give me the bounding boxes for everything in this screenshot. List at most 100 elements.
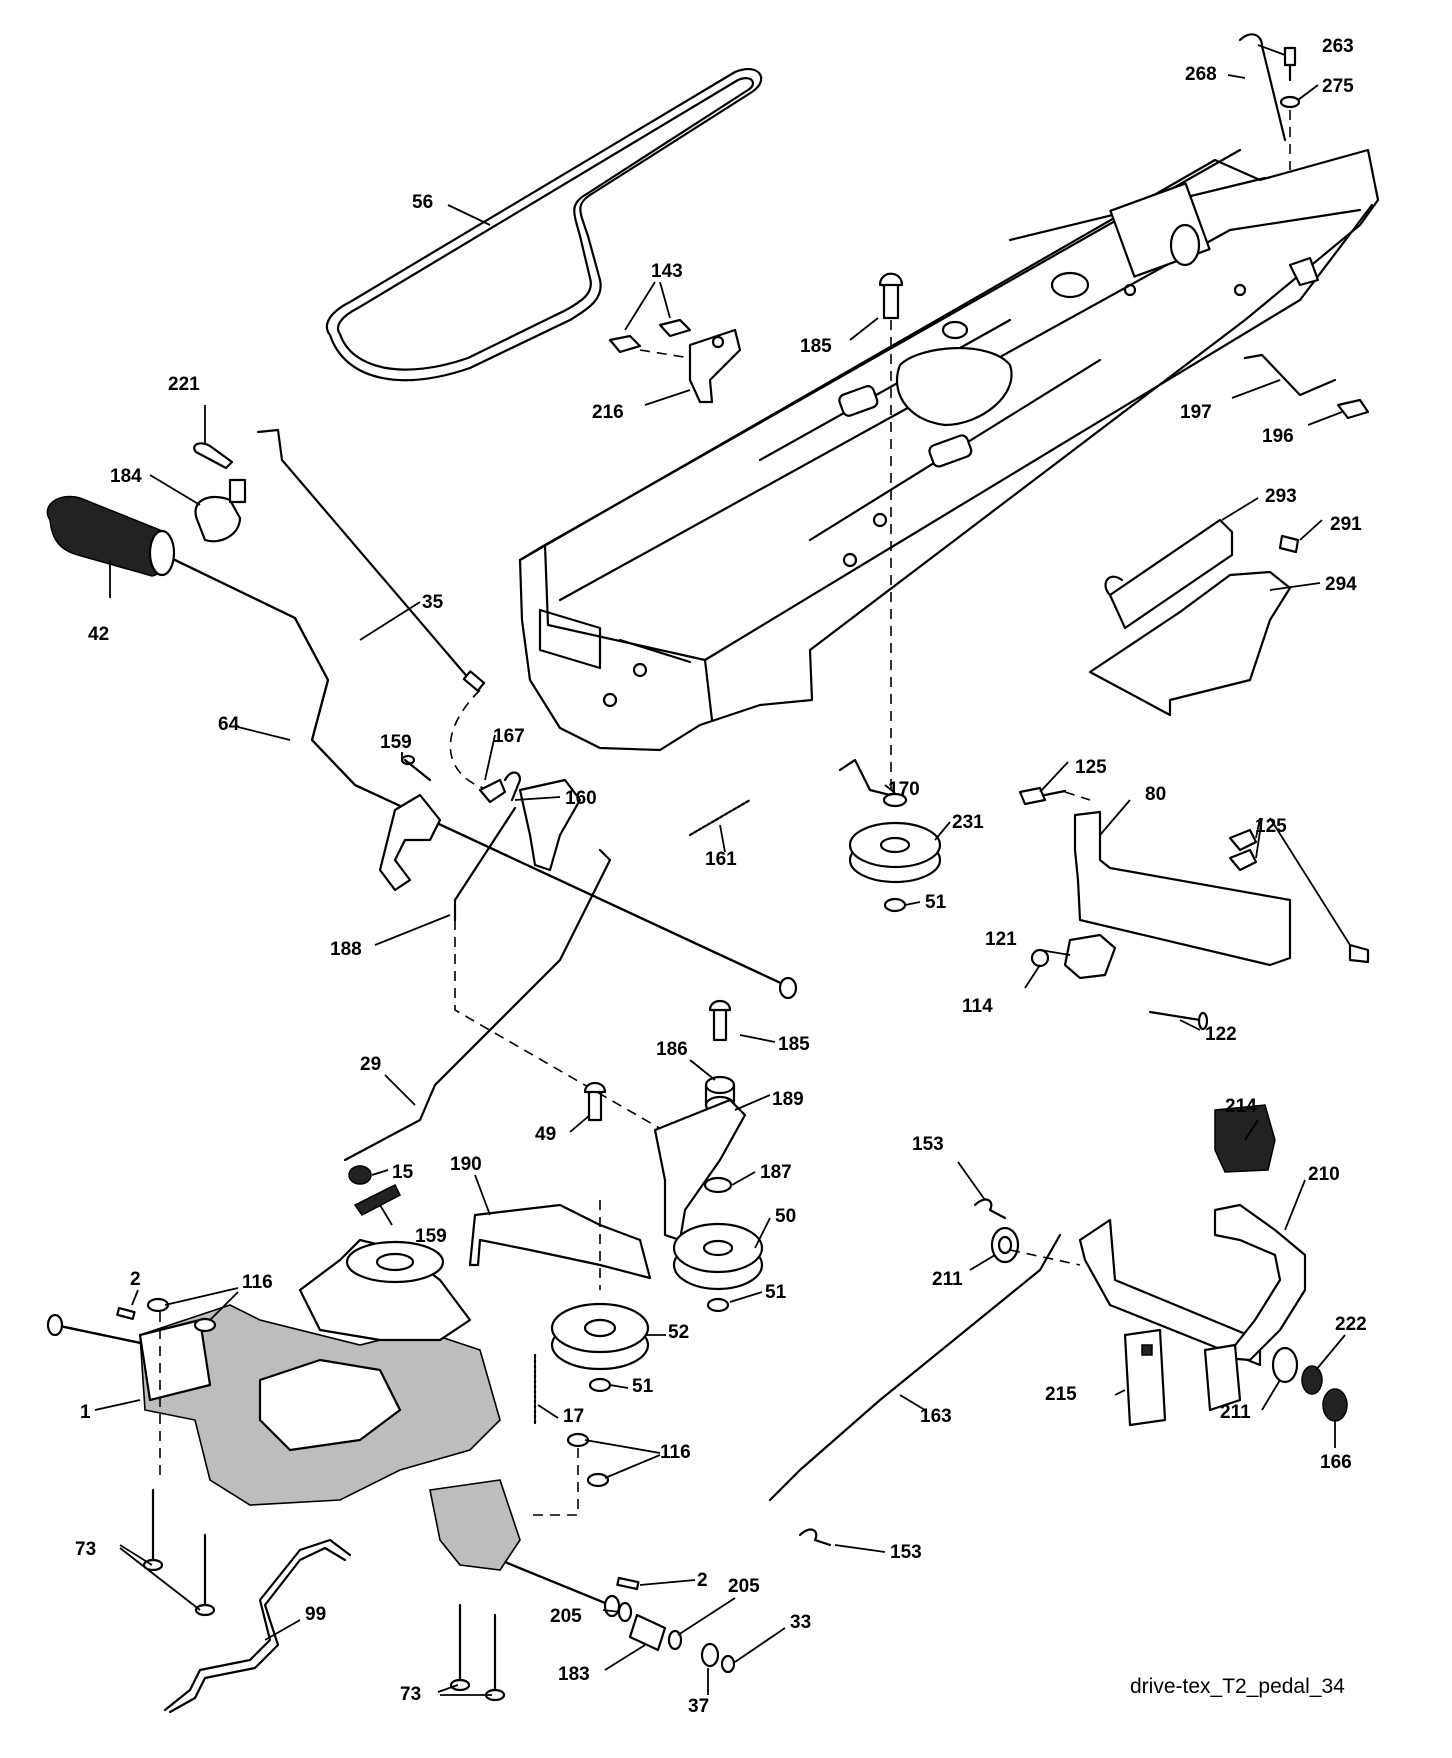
pedal-shaft bbox=[1078, 1218, 1262, 1367]
assembly-line bbox=[159, 1312, 579, 1516]
assembly-line bbox=[449, 689, 491, 791]
rod-35 bbox=[256, 428, 486, 692]
washer-187 bbox=[703, 1176, 733, 1194]
callout-221: 221 bbox=[168, 374, 200, 395]
callout-1: 1 bbox=[80, 1402, 91, 1423]
idler-arm-189 bbox=[653, 1098, 747, 1242]
bracket-293 bbox=[1104, 518, 1234, 630]
callout-labels: 263 268 275 56 143 185 216 197 196 221 1… bbox=[75, 36, 1367, 1717]
bolt-196 bbox=[1336, 398, 1370, 420]
clip-153-top bbox=[973, 1198, 1007, 1220]
clip-153-bottom bbox=[798, 1528, 832, 1547]
callout-56: 56 bbox=[412, 192, 433, 213]
carriage-bolt-49 bbox=[583, 1081, 607, 1122]
nuts-116-top bbox=[146, 1297, 217, 1333]
callout-51-mid: 51 bbox=[765, 1282, 787, 1303]
callout-185-mid: 185 bbox=[778, 1034, 810, 1055]
callout-197: 197 bbox=[1180, 402, 1212, 423]
callout-143: 143 bbox=[651, 261, 683, 282]
callout-2-left: 2 bbox=[130, 1269, 141, 1290]
cooling-fan bbox=[298, 1238, 472, 1342]
pedal-arm-210 bbox=[1203, 1203, 1307, 1412]
callout-35: 35 bbox=[422, 592, 444, 613]
callout-205-right: 205 bbox=[728, 1576, 760, 1597]
callout-160: 160 bbox=[565, 788, 597, 809]
callout-186: 186 bbox=[656, 1039, 688, 1060]
callout-215: 215 bbox=[1045, 1384, 1077, 1405]
callout-189: 189 bbox=[772, 1089, 804, 1110]
callout-125-top: 125 bbox=[1075, 757, 1107, 778]
callout-263: 263 bbox=[1322, 36, 1354, 57]
spacer-183 bbox=[628, 1613, 667, 1652]
pin-122 bbox=[1148, 1010, 1209, 1031]
washers-205 bbox=[617, 1601, 683, 1651]
callout-29: 29 bbox=[360, 1054, 381, 1075]
callout-51-top: 51 bbox=[925, 892, 947, 913]
pedal-rod-163 bbox=[768, 1233, 1062, 1502]
bolts-73-left bbox=[142, 1488, 216, 1617]
callout-275: 275 bbox=[1322, 76, 1354, 97]
nuts-116-bottom bbox=[566, 1432, 610, 1488]
callout-159-top: 159 bbox=[380, 732, 412, 753]
clip-159-lower bbox=[353, 1183, 401, 1216]
bracket-216 bbox=[688, 328, 742, 404]
bolt-125-right bbox=[1348, 943, 1370, 964]
callout-170: 170 bbox=[888, 779, 920, 800]
callout-163: 163 bbox=[920, 1406, 952, 1427]
callout-231: 231 bbox=[952, 812, 984, 833]
drive-belt-56 bbox=[325, 68, 763, 382]
bolt-125-top bbox=[1018, 786, 1067, 806]
assembly-line bbox=[1064, 791, 1091, 801]
rod-197 bbox=[1243, 353, 1337, 397]
assembly-line bbox=[454, 920, 681, 1141]
callout-80: 80 bbox=[1145, 784, 1166, 805]
callout-216: 216 bbox=[592, 402, 624, 423]
assembly-line bbox=[1009, 1249, 1081, 1266]
plate-121 bbox=[1063, 933, 1117, 980]
callout-64: 64 bbox=[218, 714, 240, 735]
knob-184 bbox=[194, 478, 247, 543]
link-167 bbox=[478, 778, 507, 804]
ring-166 bbox=[1322, 1388, 1348, 1422]
callout-50: 50 bbox=[775, 1206, 796, 1227]
callout-185-top: 185 bbox=[800, 336, 832, 357]
bolts-143 bbox=[608, 318, 692, 354]
washer-15 bbox=[348, 1165, 372, 1185]
pulley-231 bbox=[848, 821, 942, 884]
rod-188 bbox=[453, 806, 517, 922]
cover-215 bbox=[1123, 1328, 1167, 1427]
carriage-bolt-185-middle bbox=[708, 999, 732, 1042]
nut-114 bbox=[1030, 948, 1050, 968]
callout-210: 210 bbox=[1308, 1164, 1340, 1185]
screw-263 bbox=[1283, 46, 1297, 82]
washer-170 bbox=[882, 792, 908, 808]
rod-170 bbox=[838, 758, 892, 797]
callout-293: 293 bbox=[1265, 486, 1297, 507]
callout-184: 184 bbox=[110, 466, 142, 487]
callout-190: 190 bbox=[450, 1154, 482, 1175]
callout-159-lower: 159 bbox=[415, 1226, 447, 1247]
pulley-50 bbox=[672, 1222, 764, 1291]
callout-116-top: 116 bbox=[242, 1272, 273, 1293]
callout-15: 15 bbox=[392, 1162, 414, 1183]
chassis-frame bbox=[518, 148, 1380, 752]
clip-221 bbox=[193, 442, 234, 470]
callout-188: 188 bbox=[330, 939, 362, 960]
shift-plate bbox=[378, 778, 582, 892]
callout-99: 99 bbox=[305, 1604, 326, 1625]
nut-51-top bbox=[883, 897, 907, 913]
bracket-190 bbox=[468, 1203, 652, 1280]
callout-122: 122 bbox=[1205, 1024, 1237, 1045]
callout-214: 214 bbox=[1225, 1096, 1257, 1117]
key-2-left bbox=[116, 1306, 136, 1321]
callout-196: 196 bbox=[1262, 426, 1294, 447]
callout-17: 17 bbox=[563, 1406, 584, 1427]
bolts-73-right bbox=[449, 1603, 506, 1702]
callout-166: 166 bbox=[1320, 1452, 1352, 1473]
callout-37: 37 bbox=[688, 1696, 709, 1717]
callout-114: 114 bbox=[962, 996, 993, 1017]
callout-167: 167 bbox=[493, 726, 525, 747]
callout-2-right: 2 bbox=[697, 1570, 708, 1591]
